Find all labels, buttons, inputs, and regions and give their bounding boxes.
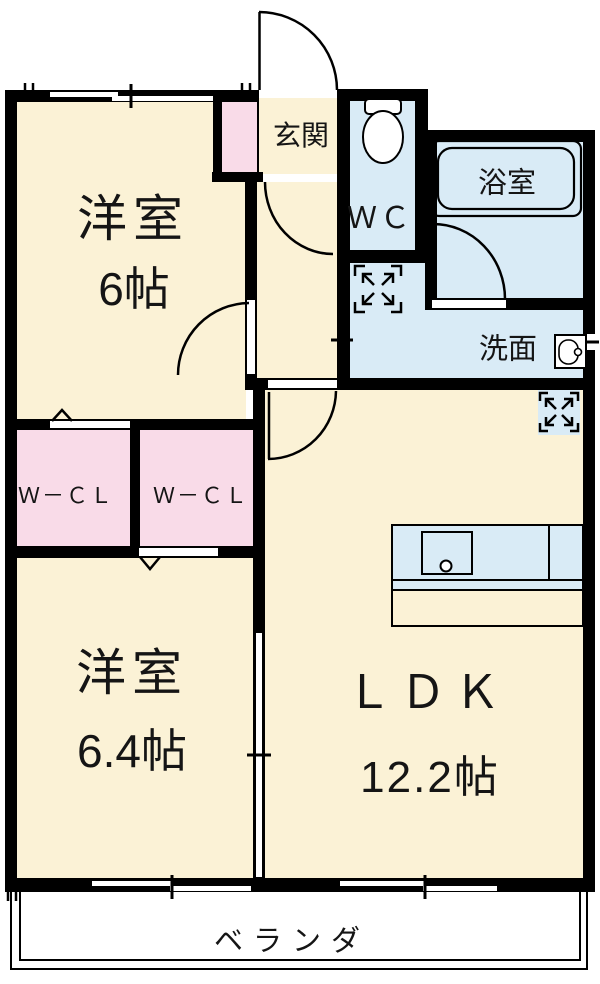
cabinet-wall-left xyxy=(213,97,222,182)
kitchen-worktop xyxy=(391,524,584,581)
washroom-wall-bottom xyxy=(253,378,595,390)
bathroom-label: 浴室 xyxy=(477,167,537,200)
wall-end-ticks xyxy=(6,83,252,901)
vent-square xyxy=(538,390,580,435)
bedroom2-size: 6.4帖 xyxy=(77,725,187,777)
entrance-label: 玄関 xyxy=(272,120,330,151)
ldk-name: ＬＤＫ xyxy=(346,666,508,718)
veranda-rail-outer xyxy=(10,890,588,970)
washroom-label: 洗面 xyxy=(478,333,538,366)
kitchen-sink-icon xyxy=(421,531,473,575)
bedroom1-floor xyxy=(17,102,246,420)
veranda-rail-inner xyxy=(19,890,581,961)
window-ldk-b xyxy=(423,886,497,891)
hall-door-opening xyxy=(263,174,337,182)
outer-wall-top-right xyxy=(337,89,428,101)
closet-wall-middle xyxy=(130,419,140,558)
veranda-label: ベランダ xyxy=(213,925,371,958)
vent-arrows-icon xyxy=(538,391,580,433)
window-bedroom1-top-b xyxy=(112,96,213,101)
wall-tick-marks xyxy=(129,84,599,899)
bathtub-icon xyxy=(429,139,583,218)
outer-wall-right xyxy=(583,130,595,892)
outer-wall-left xyxy=(5,90,17,892)
bath-door-opening xyxy=(432,300,506,308)
bath-wall-top xyxy=(428,130,595,142)
door-swing-arc xyxy=(176,10,507,461)
bedroom1-size: 6帖 xyxy=(98,263,170,315)
window-ldk-a xyxy=(340,881,425,886)
bedroom1-door-opening xyxy=(247,300,255,374)
washbasin-icon xyxy=(554,334,587,369)
cabinet-edge xyxy=(257,97,259,173)
window-bedroom2-b xyxy=(170,886,251,891)
bedroom2-floor xyxy=(17,550,254,880)
window-bedroom1-top-a xyxy=(50,92,118,97)
ldk-floor xyxy=(257,385,583,880)
folding-door-caret xyxy=(51,408,161,571)
vent-arrows-icon xyxy=(353,264,403,314)
closet1-door-opening xyxy=(50,421,130,428)
ldk-size: 12.2帖 xyxy=(360,753,500,802)
kitchen-counter xyxy=(391,524,584,627)
hall-wall-right xyxy=(337,101,350,380)
bedroom1-name: 洋室 xyxy=(77,191,189,247)
closet2-label: Ｗ－ＣＬ xyxy=(152,483,250,508)
shoe-cabinet xyxy=(222,97,258,173)
closet1-label: Ｗ－ＣＬ xyxy=(17,483,115,508)
window-bedroom2-a xyxy=(92,881,172,886)
bedroom2-name: 洋室 xyxy=(76,645,188,701)
wc-washroom-wall xyxy=(345,250,428,263)
cabinet-wall-bottom xyxy=(212,172,263,182)
toilet-label: ＷＣ xyxy=(347,202,413,235)
entrance-door-opening xyxy=(259,89,337,98)
closet2-door-opening xyxy=(139,548,218,556)
wc-wall-right xyxy=(415,95,428,263)
ldk-door-opening xyxy=(268,380,337,388)
toilet-icon xyxy=(362,98,404,164)
bath-wall-left xyxy=(425,130,437,310)
